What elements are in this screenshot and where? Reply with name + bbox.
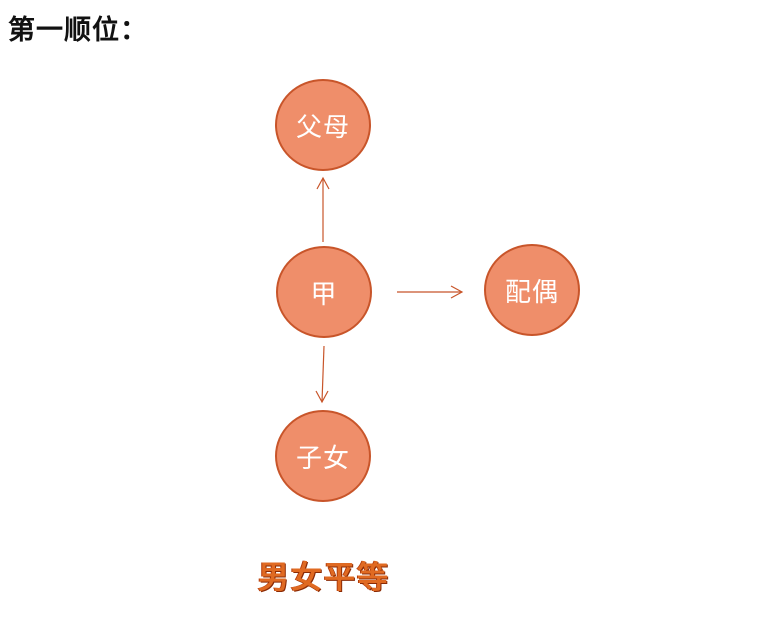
- node-spouse: 配偶: [484, 244, 580, 336]
- node-children: 子女: [275, 410, 371, 502]
- arrow-self-to-parents: [316, 176, 330, 242]
- arrow-self-to-spouse: [397, 285, 464, 299]
- node-parents-label: 父母: [295, 112, 350, 143]
- node-self: 甲: [276, 246, 372, 338]
- arrow-self-to-children: [315, 345, 329, 404]
- node-parents: 父母: [275, 79, 371, 171]
- node-self-label: 甲: [310, 279, 338, 310]
- slogan-text: 男女平等: [258, 560, 390, 596]
- page-title: 第一顺位：: [8, 15, 148, 46]
- node-children-label: 子女: [295, 443, 350, 474]
- node-spouse-label: 配偶: [504, 277, 559, 308]
